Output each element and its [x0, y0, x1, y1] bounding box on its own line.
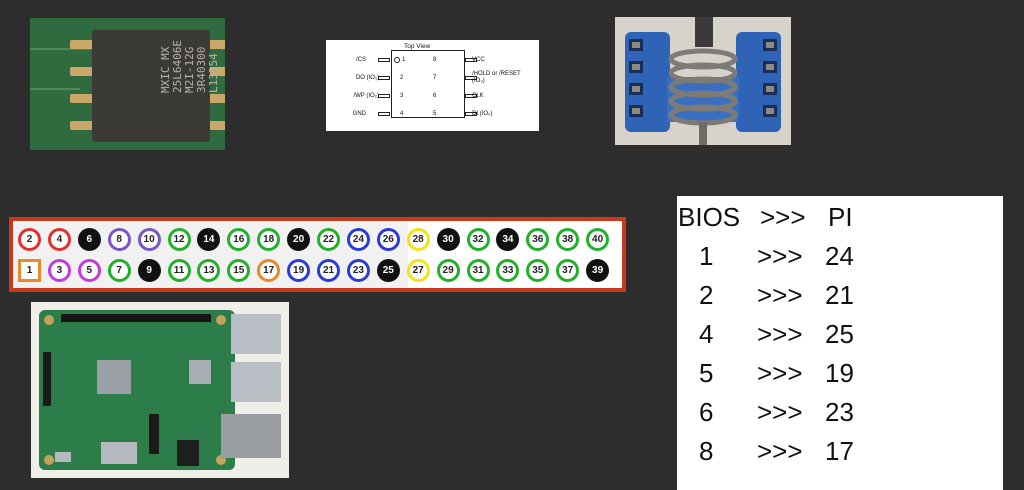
pin-label-6: CLK — [472, 93, 484, 99]
gpio-pin-12: 12 — [167, 228, 191, 251]
table-row-pi: 24 — [825, 241, 854, 271]
gpio-pin-30: 30 — [436, 228, 460, 251]
raspberry-pi-photo — [31, 302, 289, 478]
table-row-pi: 23 — [825, 397, 854, 427]
gpio-pin-27: 27 — [406, 259, 430, 282]
gpio-pin-5: 5 — [77, 259, 101, 282]
pin-label-8: VCC — [472, 57, 485, 63]
gpio-pin-29: 29 — [436, 259, 460, 282]
gpio-pin-18: 18 — [257, 228, 281, 251]
gpio-pin-32: 32 — [466, 228, 490, 251]
gpio-pin-20: 20 — [287, 228, 311, 251]
gpio-pin-33: 33 — [496, 259, 520, 282]
table-row-arrow: >>> — [757, 319, 803, 349]
table-row-bios: 6 — [699, 397, 714, 427]
table-row-pi: 19 — [825, 358, 854, 388]
gpio-pin-9: 9 — [137, 259, 161, 282]
chip-pinout-diagram: Top View /CS 1 DO (IO₁) 2 /WP (IO₂) 3 GN… — [326, 40, 539, 131]
pin-number-7: 7 — [433, 75, 437, 81]
column-header-arrow: >>> — [760, 202, 806, 232]
gpio-pin-3: 3 — [47, 259, 71, 282]
gpio-pin-28: 28 — [406, 228, 430, 251]
table-row-bios: 4 — [699, 319, 714, 349]
flash-chip-photo: MXIC MX 25L6406E M2I-12G 3R40300 L13354 — [30, 18, 225, 150]
gpio-pin-34: 34 — [496, 228, 520, 251]
gpio-pin-16: 16 — [227, 228, 251, 251]
table-row-arrow: >>> — [757, 280, 803, 310]
pin-number-5: 5 — [433, 111, 437, 117]
soic-clip-photo — [615, 17, 791, 145]
pin-number-8: 8 — [433, 57, 437, 63]
bios-to-pi-mapping-table: BIOS >>> PI 1 >>> 24 2 >>> 21 4 >>> 25 5… — [677, 196, 1003, 490]
gpio-pin-11: 11 — [167, 259, 191, 282]
pin-number-6: 6 — [433, 93, 437, 99]
table-row-arrow: >>> — [757, 397, 803, 427]
gpio-pin-8: 8 — [107, 228, 131, 251]
gpio-pin-37: 37 — [556, 259, 580, 282]
table-row-pi: 21 — [825, 280, 854, 310]
table-row-arrow: >>> — [757, 436, 803, 466]
pin-number-3: 3 — [400, 93, 404, 99]
gpio-pin-17: 17 — [257, 259, 281, 282]
table-row-pi: 25 — [825, 319, 854, 349]
table-row-bios: 5 — [699, 358, 714, 388]
pinout-title: Top View — [404, 43, 431, 50]
gpio-pin-6: 6 — [77, 228, 101, 251]
gpio-pin-24: 24 — [346, 228, 370, 251]
chip-package — [92, 30, 210, 142]
pin-label-2: DO (IO₁) — [355, 75, 379, 81]
pin-number-2: 2 — [400, 75, 404, 81]
gpio-pin-40: 40 — [586, 228, 610, 251]
column-header-pi: PI — [828, 202, 853, 232]
gpio-pin-31: 31 — [466, 259, 490, 282]
pin-label-1: /CS — [355, 57, 366, 63]
gpio-pin-25: 25 — [376, 259, 400, 282]
column-header-bios: BIOS — [678, 202, 741, 232]
pin-label-3: /WP (IO₂) — [353, 93, 379, 99]
gpio-pin-10: 10 — [137, 228, 161, 251]
gpio-pin-19: 19 — [287, 259, 311, 282]
pin-label-5: DI (IO₀) — [472, 111, 493, 117]
gpio-pin-23: 23 — [346, 259, 370, 282]
gpio-pin-38: 38 — [556, 228, 580, 251]
soic-clip-illustration — [615, 17, 791, 145]
gpio-pin-4: 4 — [47, 228, 71, 251]
gpio-pin-13: 13 — [197, 259, 221, 282]
table-row-arrow: >>> — [757, 358, 803, 388]
gpio-pin-39: 39 — [586, 259, 610, 282]
gpio-pin-15: 15 — [227, 259, 251, 282]
gpio-pin-1: 1 — [18, 259, 41, 282]
table-row-bios: 8 — [699, 436, 714, 466]
gpio-pin-22: 22 — [317, 228, 340, 251]
pin-label-7: /HOLD or /RESET — [472, 71, 521, 77]
pin-number-1: 1 — [402, 57, 406, 63]
gpio-pin-14: 14 — [197, 228, 221, 251]
gpio-pin-26: 26 — [376, 228, 400, 251]
gpio-pin-35: 35 — [526, 259, 550, 282]
table-row-bios: 1 — [699, 241, 714, 271]
table-row-pi: 17 — [825, 436, 854, 466]
table-row-arrow: >>> — [757, 241, 803, 271]
pin1-indicator — [394, 57, 400, 63]
gpio-pin-2: 2 — [18, 228, 41, 251]
table-row-bios: 2 — [699, 280, 714, 310]
gpio-pin-21: 21 — [317, 259, 340, 282]
raspberry-pi-board-illustration — [31, 302, 289, 478]
gpio-pin-36: 36 — [526, 228, 550, 251]
chip-marking: MXIC MX 25L6406E M2I-12G 3R40300 L13354 — [159, 40, 220, 93]
pin-number-4: 4 — [400, 111, 404, 117]
ic-body-outline — [391, 50, 465, 118]
gpio-pin-7: 7 — [107, 259, 131, 282]
pin-label-4: GND — [352, 111, 366, 117]
pin-label-7b: (IO₃) — [472, 78, 485, 84]
